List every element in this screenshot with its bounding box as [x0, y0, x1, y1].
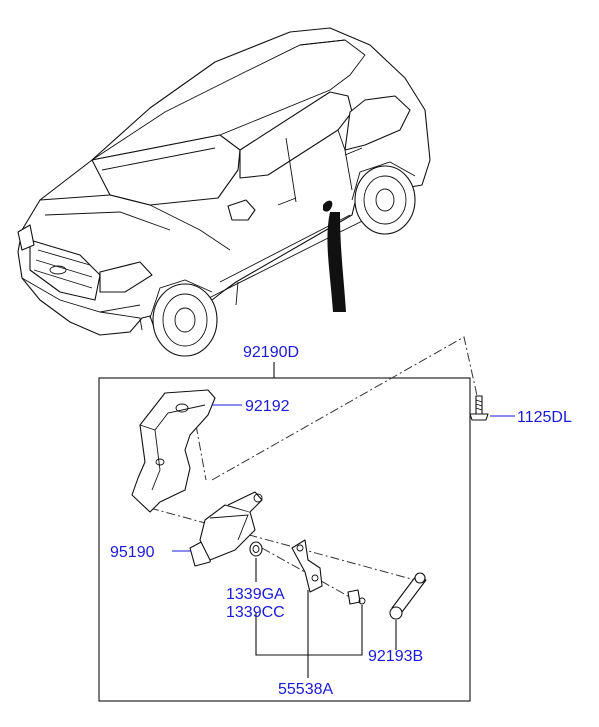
group-bracket-left — [255, 605, 363, 656]
bolt-dash-line — [211, 336, 479, 481]
nut-part — [249, 541, 263, 557]
assembly-frame — [98, 377, 471, 702]
sensor-location-marker — [323, 200, 333, 212]
bracket-part — [131, 389, 216, 513]
link-rod-part — [389, 572, 427, 620]
clip-part — [347, 589, 366, 605]
sensor-part — [189, 491, 263, 567]
bracket-dash-line — [195, 424, 207, 481]
small-bracket-part — [291, 539, 323, 593]
vehicle-illustration — [17, 27, 431, 357]
label-nut-a: 1339GA — [226, 586, 285, 603]
link-dash-line — [149, 507, 416, 581]
label-assembly: 92190D — [243, 344, 299, 361]
label-link: 92193B — [368, 648, 423, 665]
bolt-part — [469, 395, 489, 421]
label-bolt: 1125DL — [517, 409, 572, 426]
label-sensor: 95190 — [110, 544, 155, 561]
label-nut-b: 1339CC — [226, 604, 285, 621]
callout-pointer — [327, 212, 346, 312]
label-small-bracket: 55538A — [278, 681, 333, 698]
label-bracket: 92192 — [245, 398, 290, 415]
